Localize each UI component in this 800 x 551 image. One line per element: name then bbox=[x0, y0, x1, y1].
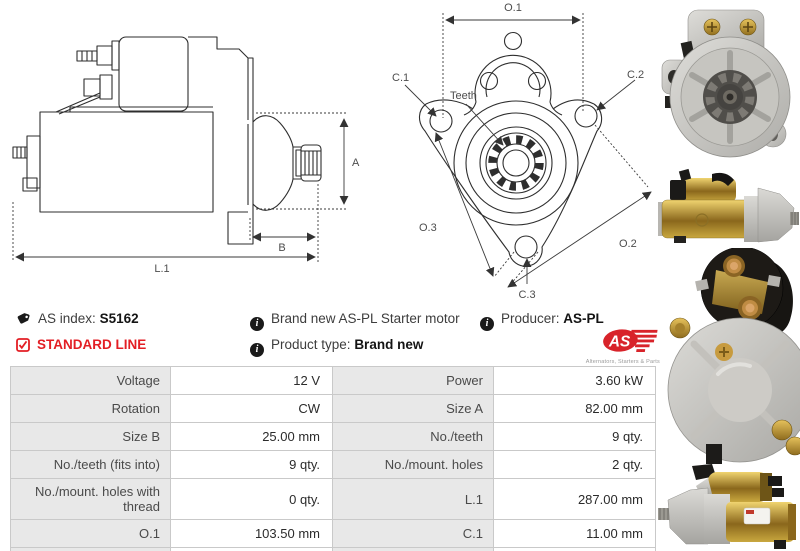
spec-row: Size B 25.00 mm No./teeth 9 qty. bbox=[10, 422, 656, 451]
tag-icon bbox=[16, 311, 31, 329]
side-view-drawing[interactable]: A B L.1 bbox=[0, 0, 390, 300]
spec-label: C.2 bbox=[10, 547, 171, 551]
as-index-value: S5162 bbox=[99, 311, 139, 326]
teeth-label: Teeth bbox=[450, 90, 477, 102]
spec-value: 3.60 kW bbox=[493, 366, 656, 395]
producer-label: Producer: bbox=[501, 311, 560, 326]
spec-table: Voltage 12 V Power 3.60 kW Rotation CW S… bbox=[10, 366, 656, 551]
spec-label: Size B bbox=[10, 422, 171, 451]
spec-row: C.2 11.00 mm bbox=[10, 547, 656, 551]
brand-new-line: Brand new AS-PL Starter motor bbox=[250, 311, 460, 331]
spec-row: No./mount. holes with thread 0 qty. L.1 … bbox=[10, 478, 656, 520]
dim-label-o1: O.1 bbox=[504, 2, 522, 14]
product-photo-rear[interactable] bbox=[656, 248, 800, 464]
product-photo-front[interactable] bbox=[656, 2, 800, 168]
spec-label: Power bbox=[332, 366, 494, 395]
product-type-line: Product type: Brand new bbox=[250, 337, 423, 357]
spec-value: 9 qty. bbox=[493, 422, 656, 451]
producer-value: AS-PL bbox=[563, 311, 604, 326]
product-photo-side-2[interactable] bbox=[656, 464, 800, 551]
spec-value: 25.00 mm bbox=[170, 422, 333, 451]
as-pl-logo-tagline: Alternators, Starters & Parts bbox=[585, 359, 660, 365]
info-icon bbox=[480, 316, 494, 331]
dim-label-b: B bbox=[278, 242, 285, 254]
spec-row: No./teeth (fits into) 9 qty. No./mount. … bbox=[10, 450, 656, 479]
info-icon bbox=[250, 342, 264, 357]
as-pl-logo-text: AS bbox=[608, 333, 631, 350]
pinion-teeth-ring bbox=[488, 135, 544, 191]
spec-value: 287.00 mm bbox=[493, 478, 656, 520]
front-view-drawing[interactable]: O.1 C.1 C.2 Teeth O.3 O.2 C.3 bbox=[390, 0, 670, 300]
standard-line-label: STANDARD LINE bbox=[37, 337, 147, 352]
dim-label-c2: C.2 bbox=[627, 69, 644, 81]
starter-side-outline bbox=[12, 36, 322, 245]
product-type-value: Brand new bbox=[354, 337, 424, 352]
spec-value: 2 qty. bbox=[493, 450, 656, 479]
dim-label-a: A bbox=[352, 157, 360, 169]
front-dimension-lines bbox=[404, 13, 652, 288]
brand-new-text: Brand new AS-PL Starter motor bbox=[271, 311, 460, 326]
spec-label: No./mount. holes with thread bbox=[10, 478, 171, 520]
spec-value: 103.50 mm bbox=[170, 519, 333, 548]
spec-label: L.1 bbox=[332, 478, 494, 520]
spec-label: Size A bbox=[332, 394, 494, 423]
pinion-gear bbox=[705, 72, 755, 122]
dim-label-c3: C.3 bbox=[518, 289, 535, 300]
checkbox-checked-icon bbox=[16, 338, 30, 355]
spec-value: 12 V bbox=[170, 366, 333, 395]
spec-value: 82.00 mm bbox=[493, 394, 656, 423]
spec-label: O.1 bbox=[10, 519, 171, 548]
dim-label-o2: O.2 bbox=[619, 238, 637, 250]
producer-line: Producer: AS-PL bbox=[480, 311, 604, 331]
spec-row: O.1 103.50 mm C.1 11.00 mm bbox=[10, 519, 656, 548]
starter-front-outline bbox=[418, 31, 603, 267]
as-index-line: AS index: S5162 bbox=[16, 311, 139, 329]
spec-value: 11.00 mm bbox=[170, 547, 333, 551]
spec-label: Rotation bbox=[10, 394, 171, 423]
info-icon bbox=[250, 316, 264, 331]
as-pl-logo: AS Alternators, Starters & Parts bbox=[575, 327, 660, 365]
spec-value: 0 qty. bbox=[170, 478, 333, 520]
spec-label: No./mount. holes bbox=[332, 450, 494, 479]
spec-label: C.1 bbox=[332, 519, 494, 548]
spec-label: No./teeth (fits into) bbox=[10, 450, 171, 479]
as-pl-logo-mark: AS bbox=[603, 329, 658, 353]
spec-value: 9 qty. bbox=[170, 450, 333, 479]
as-index-label: AS index: bbox=[38, 311, 96, 326]
dim-label-c1: C.1 bbox=[392, 72, 409, 84]
dim-label-o3: O.3 bbox=[419, 222, 437, 234]
spec-value: CW bbox=[170, 394, 333, 423]
dim-label-l1: L.1 bbox=[154, 263, 169, 275]
product-type-label: Product type: bbox=[271, 337, 351, 352]
spec-value bbox=[493, 547, 656, 551]
product-photo-side[interactable] bbox=[656, 168, 800, 248]
spec-label: Voltage bbox=[10, 366, 171, 395]
spec-label: No./teeth bbox=[332, 422, 494, 451]
spec-value: 11.00 mm bbox=[493, 519, 656, 548]
side-dimension-lines bbox=[12, 112, 349, 262]
standard-line-badge: STANDARD LINE bbox=[16, 337, 146, 355]
spec-row: Voltage 12 V Power 3.60 kW bbox=[10, 366, 656, 395]
spec-row: Rotation CW Size A 82.00 mm bbox=[10, 394, 656, 423]
spec-label bbox=[332, 547, 494, 551]
